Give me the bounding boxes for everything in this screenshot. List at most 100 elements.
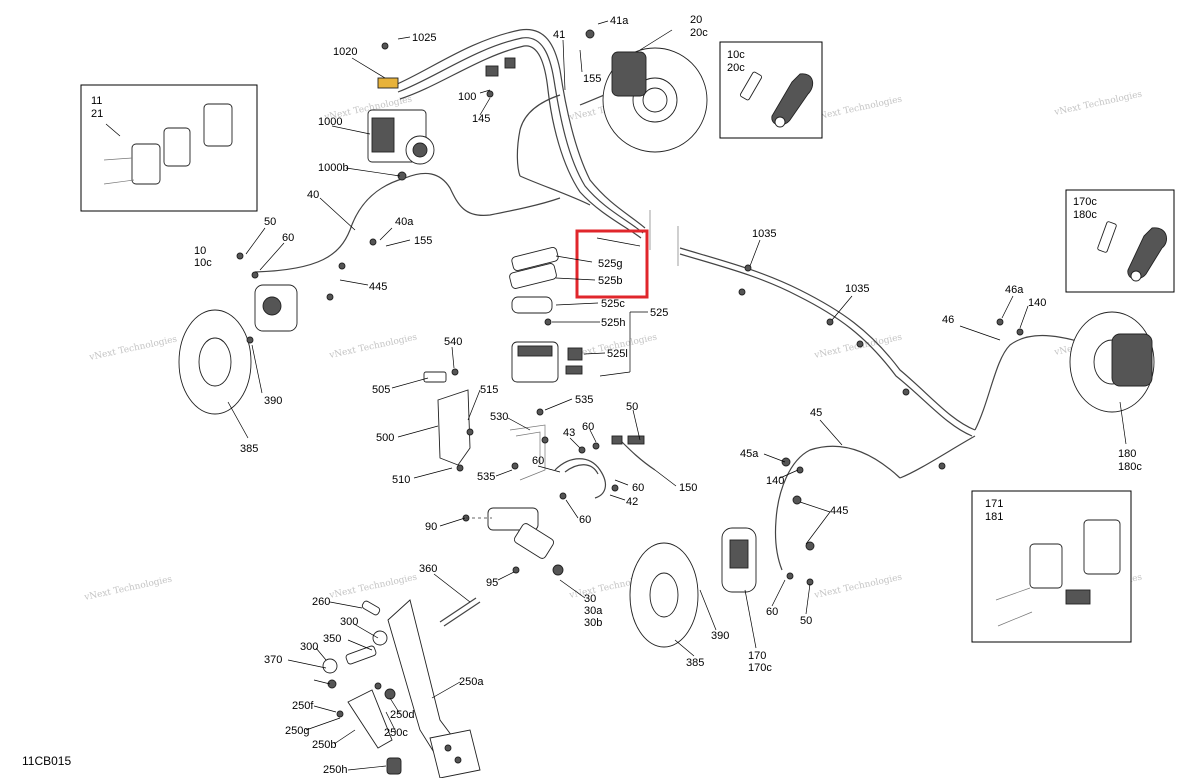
- label-60: 60: [766, 606, 778, 618]
- svg-text:vNext Technologies: vNext Technologies: [1053, 89, 1144, 118]
- master-cylinder: [462, 408, 656, 576]
- label-20c: 20c: [690, 27, 708, 39]
- svg-text:vNext Technologies: vNext Technologies: [328, 572, 419, 601]
- front-right-brake: [485, 29, 708, 153]
- label-50: 50: [800, 615, 812, 627]
- label-50: 50: [264, 216, 276, 228]
- label-1000: 1000: [318, 116, 342, 128]
- svg-text:10c: 10c: [727, 49, 745, 61]
- label-46: 46: [942, 314, 954, 326]
- label-145: 145: [472, 113, 490, 125]
- inset-bleeder-rear: 170c 180c: [1065, 189, 1175, 293]
- svg-text:vNext Technologies: vNext Technologies: [813, 94, 904, 123]
- label-41: 41: [553, 29, 565, 41]
- svg-text:vNext Technologies: vNext Technologies: [328, 332, 419, 361]
- label-45a: 45a: [740, 448, 759, 460]
- label-360: 360: [419, 563, 437, 575]
- label-180c: 180c: [1118, 461, 1142, 473]
- label-510: 510: [392, 474, 410, 486]
- label-45: 45: [810, 407, 822, 419]
- label-1000b: 1000b: [318, 162, 349, 174]
- svg-text:vNext Technologies: vNext Technologies: [83, 574, 174, 603]
- mounting-bracket: [423, 368, 474, 472]
- label-525c: 525c: [601, 298, 625, 310]
- label-100: 100: [458, 91, 476, 103]
- label-525l: 525l: [607, 348, 628, 360]
- label-525b: 525b: [598, 275, 622, 287]
- label-1035: 1035: [752, 228, 776, 240]
- label-385: 385: [686, 657, 704, 669]
- inset-pads-front: 11 21: [80, 84, 258, 212]
- label-180: 180: [1118, 448, 1136, 460]
- front-left-brake: [178, 238, 377, 415]
- svg-text:171: 171: [985, 498, 1003, 510]
- label-90: 90: [425, 521, 437, 533]
- label-525g: 525g: [598, 258, 622, 270]
- label-42: 42: [626, 496, 638, 508]
- svg-text:vNext Technologies: vNext Technologies: [88, 334, 179, 363]
- label-300: 300: [340, 616, 358, 628]
- label-535: 535: [477, 471, 495, 483]
- svg-text:20c: 20c: [727, 62, 745, 74]
- label-1020: 1020: [333, 46, 357, 58]
- label-385: 385: [240, 443, 258, 455]
- svg-text:170c: 170c: [1073, 196, 1097, 208]
- highlight-box: [575, 229, 649, 299]
- svg-text:181: 181: [985, 511, 1003, 523]
- label-515: 515: [480, 384, 498, 396]
- label-60: 60: [532, 455, 544, 467]
- label-30b: 30b: [584, 617, 602, 629]
- label-525: 525: [650, 307, 668, 319]
- label-250a: 250a: [459, 676, 484, 688]
- label-530: 530: [490, 411, 508, 423]
- label-260: 260: [312, 596, 330, 608]
- label-300: 300: [300, 641, 318, 653]
- label-43: 43: [563, 427, 575, 439]
- part-labels: 1025 1020 1000 1000b 41 41a 155 20 20c 1…: [194, 14, 1142, 776]
- label-250f: 250f: [292, 700, 314, 712]
- svg-text:11: 11: [91, 95, 102, 107]
- diagram-code: 11CB015: [22, 754, 72, 768]
- label-540: 540: [444, 336, 462, 348]
- label-40a: 40a: [395, 216, 414, 228]
- label-95: 95: [486, 577, 498, 589]
- label-350: 350: [323, 633, 341, 645]
- label-10: 10: [194, 245, 206, 257]
- svg-text:vNext Technologies: vNext Technologies: [813, 572, 904, 601]
- label-250h: 250h: [323, 764, 347, 776]
- label-170c: 170c: [748, 662, 772, 674]
- inset-pads-rear: 171 181: [971, 490, 1132, 643]
- label-40: 40: [307, 189, 319, 201]
- label-535: 535: [575, 394, 593, 406]
- brake-pedal-assembly: [322, 597, 481, 778]
- label-500: 500: [376, 432, 394, 444]
- label-170: 170: [748, 650, 766, 662]
- label-60: 60: [579, 514, 591, 526]
- label-1035: 1035: [845, 283, 869, 295]
- label-445: 445: [830, 505, 848, 517]
- label-505: 505: [372, 384, 390, 396]
- label-60: 60: [582, 421, 594, 433]
- master-cylinder-reservoir: [509, 247, 583, 383]
- label-20: 20: [690, 14, 702, 26]
- label-150: 150: [679, 482, 697, 494]
- label-370: 370: [264, 654, 282, 666]
- label-60: 60: [282, 232, 294, 244]
- label-30: 30: [584, 593, 596, 605]
- label-1025: 1025: [412, 32, 436, 44]
- label-60: 60: [632, 482, 644, 494]
- svg-text:180c: 180c: [1073, 209, 1097, 221]
- label-250c: 250c: [384, 727, 408, 739]
- svg-text:21: 21: [91, 108, 103, 120]
- label-390: 390: [264, 395, 282, 407]
- label-46a: 46a: [1005, 284, 1024, 296]
- rear-right-brake: [996, 311, 1155, 413]
- label-50: 50: [626, 401, 638, 413]
- leader-lines: [105, 20, 1127, 771]
- label-155: 155: [583, 73, 601, 85]
- label-390: 390: [711, 630, 729, 642]
- label-445: 445: [369, 281, 387, 293]
- rear-left-brake: [629, 495, 815, 648]
- line-fittings: [738, 264, 946, 474]
